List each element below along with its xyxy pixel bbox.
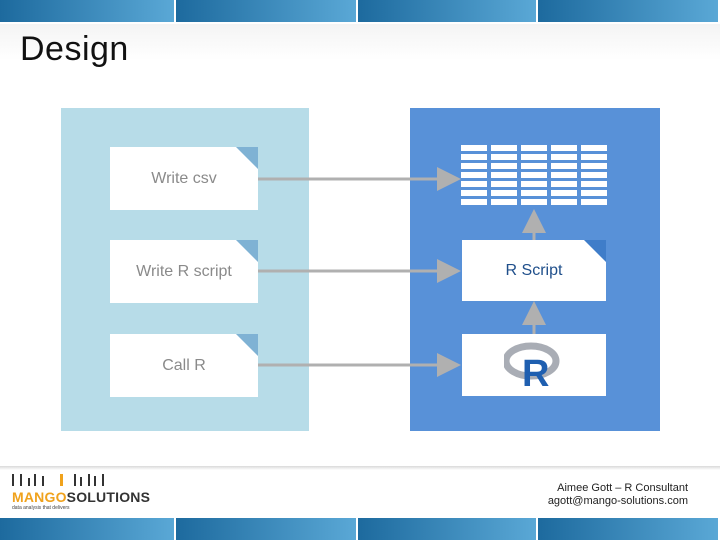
logo-solutions-text: SOLUTIONS	[66, 489, 151, 505]
author-email: agott@mango-solutions.com	[547, 495, 688, 507]
r-script-label: R Script	[505, 261, 563, 279]
csv-table-cell	[521, 154, 547, 160]
top-bar-segment	[176, 0, 356, 22]
r-script-card: R Script	[462, 240, 606, 301]
csv-table-cell	[461, 199, 487, 205]
logo-tagline: data analysis that delivers	[12, 505, 70, 511]
call-r-card: Call R	[110, 334, 258, 397]
top-bar-segment	[0, 0, 174, 22]
csv-table-cell	[461, 172, 487, 178]
csv-table-cell	[581, 181, 607, 187]
logo-bars-icon	[12, 474, 104, 486]
write-r-script-label: Write R script	[136, 262, 232, 280]
bottom-bar-segment	[358, 518, 536, 540]
call-r-label: Call R	[162, 356, 206, 374]
card-fold-corner	[236, 240, 258, 262]
card-fold-corner	[236, 147, 258, 169]
footer-divider	[0, 466, 720, 470]
csv-table-icon	[461, 145, 607, 209]
bottom-bar-segment	[0, 518, 174, 540]
write-csv-label: Write csv	[151, 169, 217, 187]
csv-table-cell	[491, 172, 517, 178]
csv-table-cell	[581, 154, 607, 160]
r-logo-icon: R	[504, 342, 560, 389]
csv-table-cell	[521, 172, 547, 178]
csv-table-cell	[581, 172, 607, 178]
csv-table-cell	[491, 181, 517, 187]
csv-table-cell	[521, 199, 547, 205]
csv-table-cell	[581, 145, 607, 151]
csv-table-cell	[521, 181, 547, 187]
mango-solutions-logo: MANGOSOLUTIONS data analysis that delive…	[12, 474, 162, 514]
r-logo-card: R	[462, 334, 606, 396]
card-fold-corner	[236, 334, 258, 356]
csv-table-cell	[491, 154, 517, 160]
csv-table-cell	[491, 190, 517, 196]
csv-table-cell	[461, 181, 487, 187]
csv-table-cell	[581, 190, 607, 196]
csv-table-cell	[491, 163, 517, 169]
slide-title: Design	[20, 30, 129, 68]
csv-table-cell	[551, 199, 577, 205]
csv-table-cell	[551, 145, 577, 151]
top-color-bar	[0, 0, 720, 22]
csv-table-cell	[581, 199, 607, 205]
bottom-bar-segment	[176, 518, 356, 540]
csv-table-cell	[521, 190, 547, 196]
author-credit: Aimee Gott – R Consultant agott@mango-so…	[548, 482, 688, 508]
csv-table-cell	[461, 163, 487, 169]
r-logo-letter: R	[522, 353, 549, 389]
author-name: Aimee Gott – R Consultant	[557, 482, 688, 494]
csv-table-cell	[521, 145, 547, 151]
csv-table-cell	[551, 190, 577, 196]
csv-table-cell	[461, 154, 487, 160]
bottom-bar-segment	[538, 518, 718, 540]
write-csv-card: Write csv	[110, 147, 258, 210]
logo-mango-text: MANGO	[12, 489, 67, 505]
bottom-color-bar	[0, 518, 720, 540]
csv-table-cell	[461, 145, 487, 151]
csv-table-cell	[581, 163, 607, 169]
logo-wordmark: MANGOSOLUTIONS	[12, 489, 150, 505]
write-r-script-card: Write R script	[110, 240, 258, 303]
csv-table-cell	[461, 190, 487, 196]
csv-table-cell	[551, 181, 577, 187]
title-band	[0, 24, 720, 76]
csv-table-cell	[491, 199, 517, 205]
top-bar-segment	[538, 0, 718, 22]
csv-table-cell	[551, 163, 577, 169]
card-fold-corner	[584, 240, 606, 262]
csv-table-cell	[521, 163, 547, 169]
top-bar-segment	[358, 0, 536, 22]
csv-table-cell	[551, 172, 577, 178]
csv-table-cell	[491, 145, 517, 151]
csv-table-cell	[551, 154, 577, 160]
